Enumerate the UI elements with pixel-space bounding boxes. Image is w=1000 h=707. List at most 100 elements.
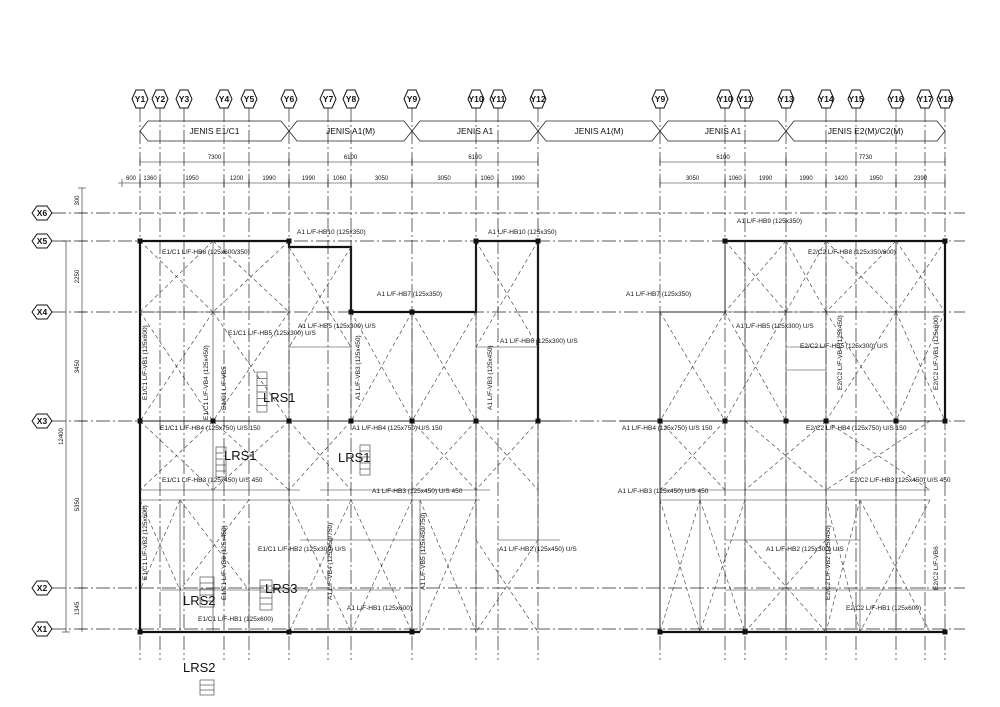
slab-cross: [859, 499, 931, 633]
beam-label-vertical: A1 L/F-VB4 (125x450/750): [327, 523, 334, 600]
beam-label: A1 L/F-HB6 (125x300) U/S: [500, 338, 578, 345]
grid-label: X2: [37, 583, 48, 593]
beam-label: A1 L/F-HB2 (125x300) U/S: [766, 546, 844, 553]
zone-label: JENIS A1(M): [574, 126, 623, 136]
dimension-value: 2390: [914, 176, 928, 182]
column: [657, 418, 663, 424]
beam-label: A1 L/F-HB10 (125x350): [297, 229, 366, 236]
slab-cross: [475, 539, 539, 633]
zone-label: JENIS E1/C1: [189, 126, 239, 136]
grid-bubble-y18: [936, 89, 954, 109]
grid-label: Y11: [738, 94, 753, 104]
grid-bubble-y16: [887, 89, 905, 109]
column: [742, 629, 748, 635]
grid-label: Y14: [818, 94, 833, 104]
beam-label: A1 L/F-HB3 (125x450) U/S 450: [618, 488, 709, 495]
beam-label-vertical: E1/C1 L/F-VB1 (125x600): [142, 325, 149, 400]
beam-label: E1/C1 L/F-HB2 (125x300) U/S: [258, 546, 346, 553]
slab-cross: [659, 499, 701, 633]
grid-label: Y11: [491, 94, 506, 104]
beam-label: A1 L/F-HB1 (125x600): [347, 605, 412, 612]
beam-label: A1 L/F-HB5 (125x300) U/S: [298, 323, 376, 330]
grid-label: Y6: [284, 94, 295, 104]
grid-bubble-x5: [31, 233, 53, 249]
dimension-value: 1950: [869, 176, 883, 182]
column: [942, 418, 948, 424]
slab-cross: [350, 499, 413, 633]
zone-label: JENIS A1(M): [326, 126, 375, 136]
slab-cross: [744, 539, 827, 633]
grid-bubble-y4: [215, 89, 233, 109]
stair-label: LRS3: [265, 581, 298, 596]
grid-bubble-y7: [319, 89, 337, 109]
grid-label: X3: [37, 416, 48, 426]
dimension-value: 1950: [185, 176, 199, 182]
grid-label: X1: [37, 624, 48, 634]
grid-label: Y9: [655, 94, 666, 104]
grid-label: Y3: [179, 94, 190, 104]
beam-label: E1/C1 L/F-HB4 (125x750) U/S 150: [160, 425, 261, 432]
grid-label: Y8: [346, 94, 357, 104]
slab-cross: [744, 420, 827, 491]
grid-bubble-y13: [777, 89, 795, 109]
dimension-value: 3050: [686, 176, 700, 182]
column: [893, 418, 899, 424]
slab-cross: [475, 420, 539, 491]
dimension-value: 1200: [230, 176, 244, 182]
dimension-value: 6100: [716, 155, 730, 161]
beam-label: E1/C1 L/F-HB5 (125x300) U/S: [228, 330, 316, 337]
grid-label: X6: [37, 208, 48, 218]
dimension-value: 3050: [437, 176, 451, 182]
dimension-value: 1060: [480, 176, 494, 182]
dimension-value: 3450: [75, 359, 81, 373]
dimension-value: 7300: [208, 155, 222, 161]
column: [210, 418, 216, 424]
column: [473, 418, 479, 424]
slab-cross: [699, 499, 746, 633]
structure-walls: [137, 238, 948, 696]
zone-band: [785, 120, 946, 142]
beam-label: E1/C1 L/F-HB3 (125x450) U/S 450: [162, 477, 263, 484]
beam-label: E2/C2 L/F-HB5 (125x300) U/S: [800, 343, 888, 350]
grid-label: Y1: [135, 94, 146, 104]
grid-label: Y9: [407, 94, 418, 104]
grid-label: Y15: [848, 94, 863, 104]
beam-label: A1 L/F-HB7 (125x350): [377, 291, 442, 298]
slab-cross: [475, 539, 539, 633]
grid-label: Y4: [219, 94, 230, 104]
grid-bubble-x1: [31, 621, 53, 637]
column: [722, 418, 728, 424]
slab-cross: [139, 420, 214, 491]
stair: [199, 576, 215, 608]
beam-label: A1 L/F-HB2 (125x450) U/S: [499, 546, 577, 553]
dimension-value: 300: [75, 195, 81, 206]
column: [286, 629, 292, 635]
dimension-value: 1990: [302, 176, 316, 182]
slab-cross: [825, 499, 861, 633]
beam-label: A1 L/F-HB9 (125x350): [737, 218, 802, 225]
slab-cross: [179, 499, 250, 591]
wall-outline: [725, 239, 947, 421]
grid-label: Y18: [937, 94, 952, 104]
grid-label: Y12: [530, 94, 545, 104]
slab-cross: [212, 311, 290, 422]
stair: [359, 444, 371, 476]
dimension-value: 2250: [75, 269, 81, 283]
grid-bubble-y9: [651, 89, 669, 109]
beam-label-vertical: E2/C2 L/F-VB2 (125x450): [825, 525, 832, 600]
stair-label: LRS1: [263, 390, 296, 405]
grid-bubble-x6: [31, 205, 53, 221]
slab-cross: [411, 420, 477, 491]
grid-bubble-y3: [175, 89, 193, 109]
column: [535, 238, 541, 244]
slab-cross: [699, 499, 746, 633]
slab-cross: [139, 311, 214, 422]
slab-cross: [825, 240, 897, 313]
beam-label: E2/C2 L/F-HB3 (125x450) U/S 450: [850, 477, 951, 484]
column: [535, 418, 541, 424]
slab-cross: [212, 240, 290, 313]
stair-label: LRS1: [338, 450, 371, 465]
grid-bubble-y11: [489, 89, 507, 109]
slab-cross: [139, 240, 214, 313]
